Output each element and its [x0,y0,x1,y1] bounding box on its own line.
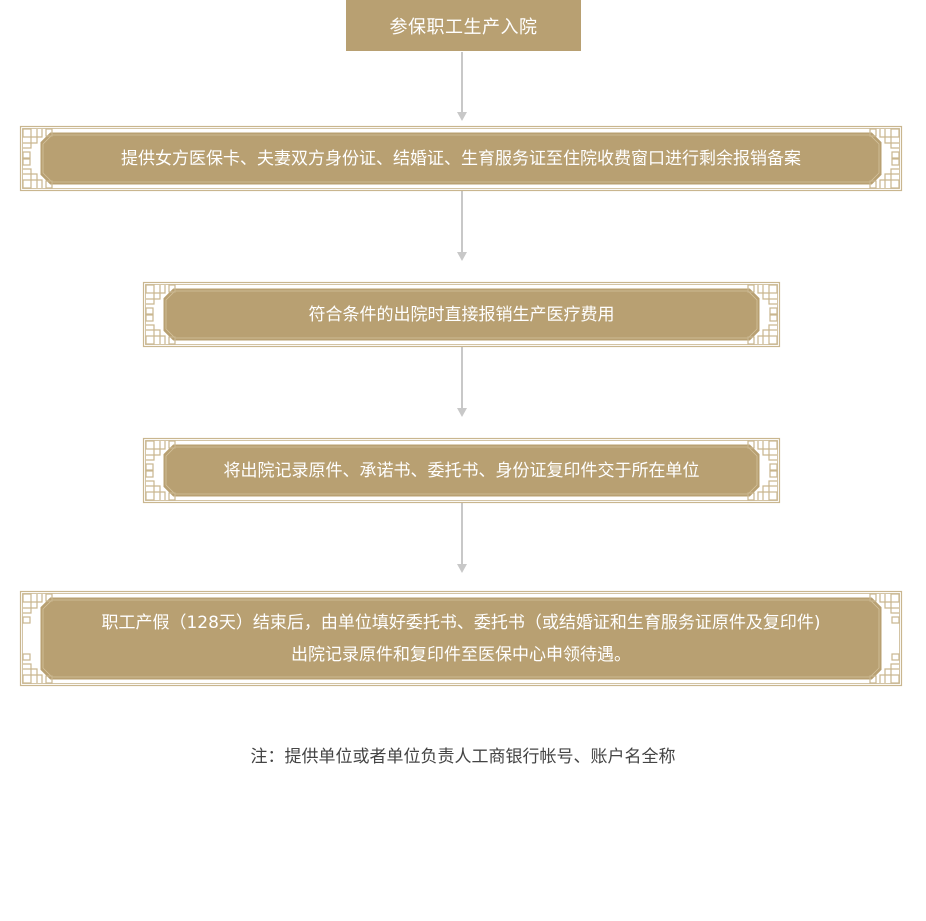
step-node-text: 职工产假（128天）结束后，由单位填好委托书、委托书（或结婚证和生育服务证原件及… [40,597,882,680]
frame-border [19,590,903,687]
start-node-label: 参保职工生产入院 [389,16,538,38]
step-node-line: 提供女方医保卡、夫妻双方身份证、结婚证、生育服务证至住院收费窗口进行剩余报销备案 [121,148,801,169]
step-node-line: 将出院记录原件、承诺书、委托书、身份证复印件交于所在单位 [223,460,700,481]
start-node: 参保职工生产入院 [346,0,581,51]
frame-border [19,125,903,192]
step-node-text: 符合条件的出院时直接报销生产医疗费用 [163,288,760,341]
step-node-text: 提供女方医保卡、夫妻双方身份证、结婚证、生育服务证至住院收费窗口进行剩余报销备案 [40,132,882,185]
step-node-2: 符合条件的出院时直接报销生产医疗费用 [142,281,781,348]
step-node-3: 将出院记录原件、承诺书、委托书、身份证复印件交于所在单位 [142,437,781,504]
frame-border [142,281,781,348]
step-node-4: 职工产假（128天）结束后，由单位填好委托书、委托书（或结婚证和生育服务证原件及… [19,590,903,687]
step-node-1: 提供女方医保卡、夫妻双方身份证、结婚证、生育服务证至住院收费窗口进行剩余报销备案 [19,125,903,192]
step-node-line: 符合条件的出院时直接报销生产医疗费用 [308,304,615,325]
footnote: 注：提供单位或者单位负责人工商银行帐号、账户名全称 [250,747,676,767]
step-node-text: 将出院记录原件、承诺书、委托书、身份证复印件交于所在单位 [163,444,760,497]
frame-border [142,437,781,504]
step-node-line: 出院记录原件和复印件至医保中心申领待遇。 [291,644,631,665]
step-node-line: 职工产假（128天）结束后，由单位填好委托书、委托书（或结婚证和生育服务证原件及… [101,612,821,633]
